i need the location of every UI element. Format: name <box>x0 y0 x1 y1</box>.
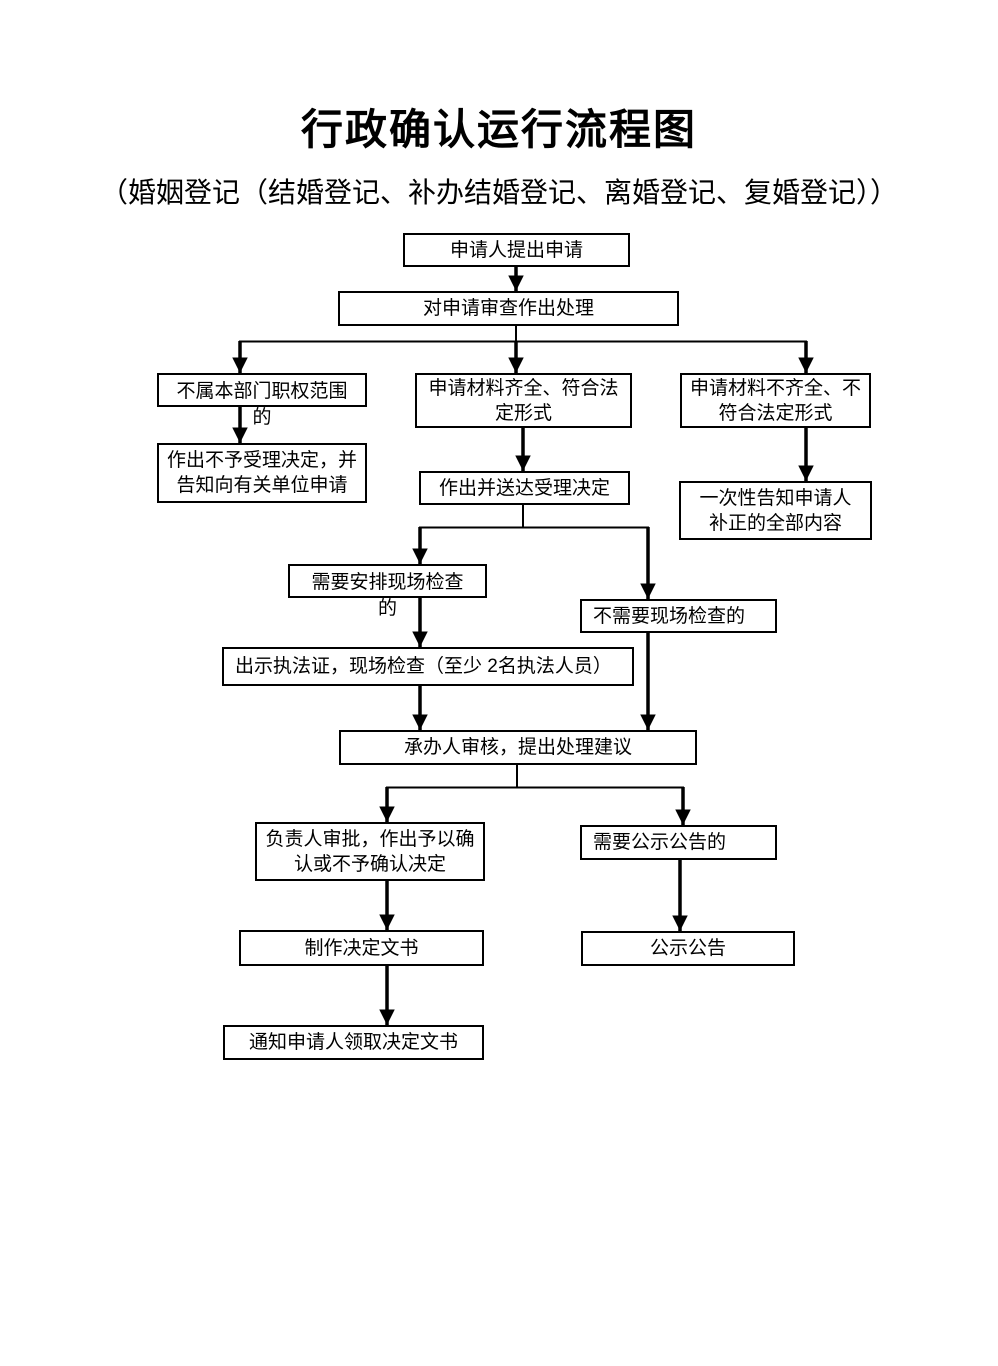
flow-node-prepare-decision-document: 制作决定文书 <box>239 930 484 966</box>
flow-node-public-notice-needed: 需要公示公告的 <box>580 825 777 860</box>
flow-node-no-site-inspection-needed: 不需要现场检查的 <box>580 599 777 633</box>
flow-node-materials-incomplete: 申请材料不齐全、不 符合法定形式 <box>680 373 871 428</box>
flow-node-site-inspection-needed: 需要安排现场检查 的 <box>288 564 487 619</box>
flow-node-notify-applicant-collect: 通知申请人领取决定文书 <box>223 1025 484 1060</box>
flow-node-issue-acceptance-decision: 作出并送达受理决定 <box>419 471 630 505</box>
page-title: 行政确认运行流程图 <box>300 106 697 153</box>
flow-node-leader-approval: 负责人审批，作出予以确 认或不予确认决定 <box>255 822 485 881</box>
flow-node-not-within-department-authority: 不属本部门职权范围 的 <box>157 373 367 428</box>
flow-node-decide-not-accept: 作出不予受理决定，并 告知向有关单位申请 <box>157 443 367 503</box>
flow-node-inform-corrections: 一次性告知申请人 补正的全部内容 <box>679 481 872 540</box>
flow-node-materials-complete: 申请材料齐全、符合法 定形式 <box>415 373 632 428</box>
flow-node-show-credentials-inspect: 出示执法证，现场检查（至少 2名执法人员） <box>222 647 634 686</box>
flow-node-handler-review: 承办人审核，提出处理建议 <box>339 730 697 765</box>
flow-node-applicant-submits-application: 申请人提出申请 <box>403 233 630 267</box>
page-subtitle: （婚姻登记（结婚登记、补办结婚登记、离婚登记、复婚登记）） <box>99 177 898 208</box>
flow-node-review-application: 对申请审查作出处理 <box>338 291 679 326</box>
flow-node-public-announcement: 公示公告 <box>581 931 795 966</box>
